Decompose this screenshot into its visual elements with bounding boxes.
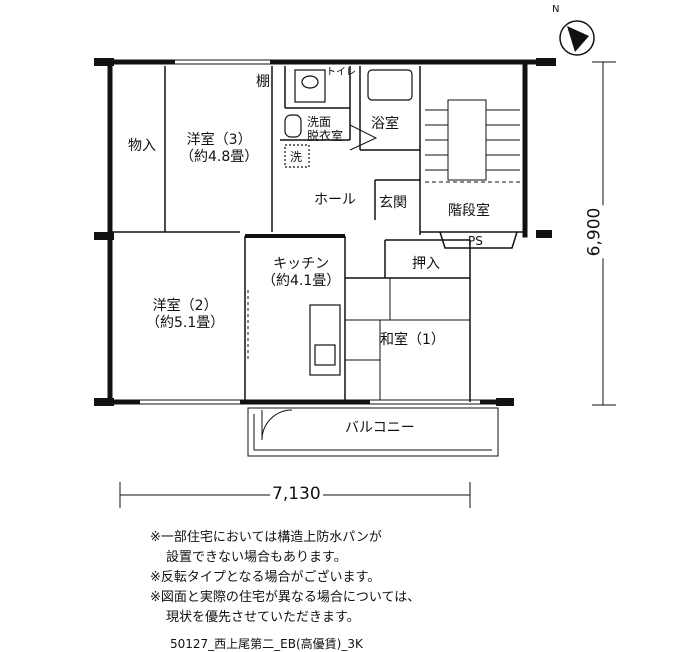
inner-walls [110, 66, 525, 402]
compass-label: N [552, 4, 560, 15]
depth-dimension: 6,900 [584, 205, 605, 259]
footer-caption: 50127_西上尾第二_EB(高優賃)_3K [170, 637, 363, 651]
balcony-label: バルコニー [345, 420, 415, 436]
western2-label: 洋室（2） （約5.1畳） [146, 298, 224, 332]
western3-name: 洋室（3） [186, 132, 252, 148]
washer-label: 洗 [290, 150, 303, 164]
wall-caps [94, 58, 556, 406]
toilet-label: トイレ [326, 67, 356, 78]
width-dimension: 7,130 [270, 484, 323, 504]
japanese1-label: 和室（1） [380, 332, 445, 348]
note-2: 設置できない場合もあります。 [166, 550, 347, 565]
kitchen-name: キッチン [273, 256, 330, 272]
stair-lines [425, 99, 520, 183]
shelf-label: 棚 [256, 74, 270, 90]
kitchen-label: キッチン （約4.1畳） [262, 256, 340, 290]
western2-name: 洋室（2） [152, 298, 218, 314]
doors [164, 95, 378, 441]
washroom-line2: 脱衣室 [307, 129, 344, 143]
washroom-line1: 洗面 [307, 115, 332, 129]
western3-label: 洋室（3） （約4.8畳） [180, 132, 258, 166]
closet-label: 押入 [412, 256, 440, 272]
bath-label: 浴室 [371, 116, 399, 132]
washroom-label: 洗面 脱衣室 [307, 115, 343, 143]
dimension-lines [119, 61, 616, 508]
windows [140, 60, 480, 404]
note-1: ※一部住宅においては構造上防水パンが [150, 530, 382, 545]
storage-label: 物入 [128, 138, 156, 154]
window-frames [140, 59, 480, 405]
kitchen-area: （約4.1畳） [262, 273, 341, 289]
ps-label: PS [468, 234, 483, 248]
stairs-label: 階段室 [448, 203, 490, 219]
note-3: ※反転タイプとなる場合がございます。 [150, 570, 381, 585]
western3-area: （約4.8畳） [180, 149, 259, 165]
fixtures [284, 69, 413, 376]
hall-label: ホール [314, 192, 356, 208]
balcony [247, 407, 499, 457]
note-4: ※図面と実際の住宅が異なる場合については、 [150, 590, 421, 605]
western2-area: （約5.1畳） [146, 315, 225, 331]
compass-icon [559, 20, 595, 56]
tatami [345, 278, 470, 400]
note-5: 現状を優先させていただきます。 [166, 610, 360, 625]
entrance-label: 玄関 [379, 195, 407, 211]
